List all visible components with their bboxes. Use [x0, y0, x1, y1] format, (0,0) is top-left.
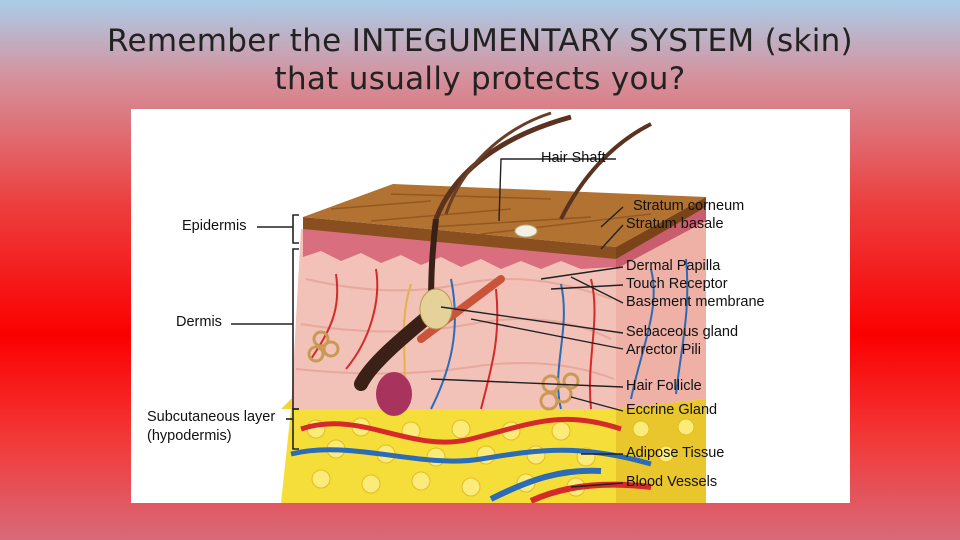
label-touch-receptor: Touch Receptor — [626, 276, 728, 292]
label-hypodermis: (hypodermis) — [147, 428, 232, 444]
label-sebaceous-gland: Sebaceous gland — [626, 324, 739, 340]
skin-cross-section-illustration — [231, 111, 706, 503]
label-stratum-corneum: Stratum corneum — [633, 198, 745, 214]
label-blood-vessels: Blood Vessels — [626, 474, 718, 490]
label-adipose-tissue: Adipose Tissue — [626, 445, 725, 461]
label-arrector-pili: Arrector Pili — [626, 342, 701, 358]
title-line-2: that usually protects you? — [274, 61, 686, 97]
stratum-corneum — [303, 184, 706, 247]
label-eccrine-gland: Eccrine Gland — [626, 402, 718, 418]
label-stratum-basale: Stratum basale — [626, 216, 724, 232]
title-line-1: Remember the INTEGUMENTARY SYSTEM (skin) — [107, 23, 853, 59]
label-hair-follicle: Hair Follicle — [626, 378, 702, 394]
slide-title: Remember the INTEGUMENTARY SYSTEM (skin)… — [0, 22, 960, 98]
label-hair-shaft: Hair Shaft — [541, 150, 606, 166]
label-dermis: Dermis — [176, 314, 222, 330]
label-basement-membrane: Basement membrane — [626, 294, 765, 310]
skin-diagram: Epidermis Dermis Subcutaneous layer (hyp… — [131, 109, 850, 503]
epidermis-layer — [303, 227, 616, 269]
label-subcutaneous-layer: Subcutaneous layer — [147, 409, 276, 425]
label-epidermis: Epidermis — [182, 218, 247, 234]
label-dermal-papilla: Dermal Papilla — [626, 258, 721, 274]
